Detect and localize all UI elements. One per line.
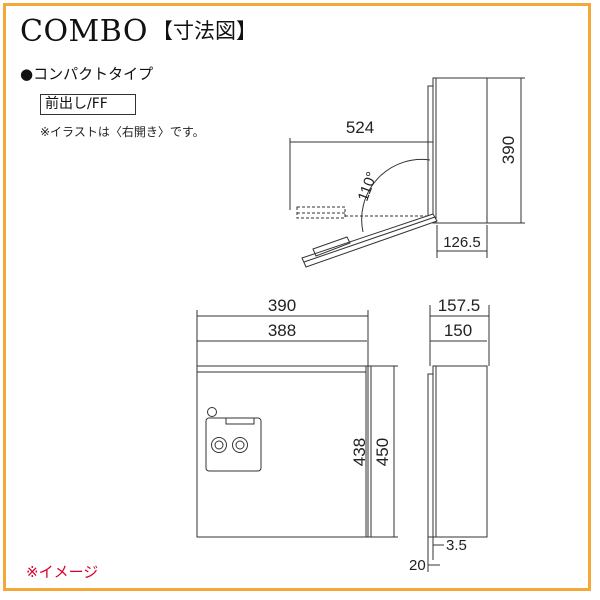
illustration-note: ※イラストは〈右開き〉です。 — [40, 125, 205, 139]
page-title: COMBO【寸法図】 — [20, 14, 257, 49]
front-cabinet-body — [196, 365, 369, 538]
variant-label: 前出し/FF — [40, 94, 136, 115]
dim-open-depth: 126.5 — [443, 234, 481, 251]
dial-left-icon — [211, 437, 227, 453]
dim-open-width: 524 — [346, 118, 374, 137]
side-cabinet-body — [432, 365, 488, 538]
open-side-view — [289, 77, 525, 268]
dim-side-inner-depth: 150 — [444, 321, 472, 340]
side-door-strip — [427, 373, 434, 538]
open-view-cabinet — [432, 77, 488, 224]
dial-left-inner — [214, 440, 224, 450]
key-lock-icon — [207, 407, 217, 417]
title-suffix: 【寸法図】 — [151, 19, 257, 43]
image-note: ※イメージ — [26, 563, 99, 581]
angle-arc — [361, 158, 431, 233]
dim-open-height: 390 — [499, 136, 518, 164]
dim-front-inner-height: 438 — [350, 438, 369, 466]
title-main: COMBO — [20, 14, 148, 49]
open-view-hinge-strip — [427, 85, 434, 223]
dim-side-bottom-offset: 3.5 — [446, 537, 467, 554]
open-door-handle — [312, 236, 351, 257]
front-view — [196, 310, 398, 538]
orange-frame — [3, 3, 591, 591]
dial-right-inner — [235, 440, 245, 450]
dim-front-inner-width: 388 — [268, 321, 296, 340]
dim-open-angle: 110° — [355, 169, 381, 203]
open-door-inner-line — [303, 216, 436, 263]
control-panel-slot — [225, 417, 255, 425]
open-door-flap — [301, 213, 438, 268]
control-panel — [205, 417, 262, 472]
type-label: ●コンパクトタイプ — [20, 65, 154, 83]
dim-front-outer-height: 450 — [373, 438, 392, 466]
dial-right-icon — [232, 437, 248, 453]
side-view — [427, 305, 490, 572]
dim-side-base: 20 — [409, 557, 426, 574]
dim-front-outer-width: 390 — [268, 296, 296, 315]
dim-side-outer-depth: 157.5 — [438, 296, 481, 315]
